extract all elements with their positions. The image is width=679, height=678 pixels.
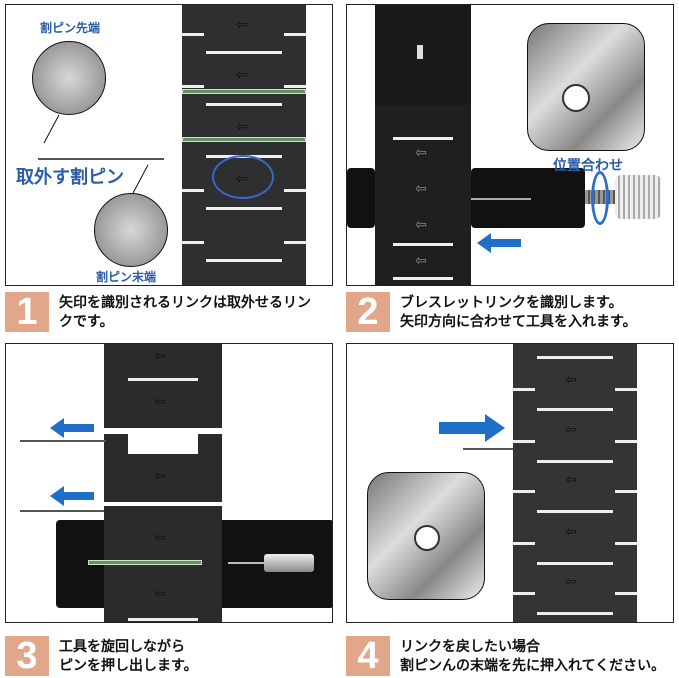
pointer-line [43,114,60,144]
link-arrow-icon: ⇦ [236,119,248,135]
push-arrow-right-icon [439,414,505,442]
removed-pin [20,510,106,512]
caption-line: 工具を旋回しながら [59,639,185,655]
pin-tip-zoom-circle [32,41,106,115]
link-arrow-icon: ⇦ [415,145,427,161]
step1-caption: 1 矢印を識別されるリンクは取外せるリン クです。 [5,292,311,332]
caption-line: 矢印方向に合わせて工具を入れます。 [400,314,637,330]
link-arrow-icon: ⇦ [565,372,577,388]
pin-insert-zoom-inset [367,472,485,600]
caption-line: ピンを押し出します。 [59,658,198,674]
link-arrow-icon: ⇦ [236,17,248,33]
tool-body-left [347,168,375,228]
step1-image-panel: 割ピン先端 取外す割ピン 割ピン末端 ⇦ ⇦ ⇦ ⇦ [5,4,333,286]
caption-line: 割ピンんの末端を先に押入れてください。 [400,658,666,674]
link-arrow-icon: ⇦ [565,472,577,488]
link-arrow-icon: ⇦ [154,394,166,410]
step-number-badge: 2 [346,292,390,332]
step-instruction: ブレスレットリンクを識別します。 矢印方向に合わせて工具を入れます。 [400,292,637,332]
removed-pin [20,440,106,442]
link-arrow-icon: ⇦ [415,181,427,197]
pull-arrow-left-icon [50,418,94,438]
link-arrow-icon: ⇦ [415,217,427,233]
step-number-badge: 4 [346,636,390,676]
step3-image-panel: ⇦ ⇦ ⇦ ⇦ ⇦ [5,343,333,623]
pin-end-label: 割ピン末端 [96,270,157,284]
tool-screw [264,554,314,572]
pin-remove-label: 取外す割ピン [16,167,124,188]
step-instruction: リンクを戻したい場合 割ピンんの末端を先に押入れてください。 [400,636,665,676]
step2-image-panel: ⇦ ⇦ ⇦ ⇦ 位置合わせ [346,4,674,286]
step4-caption: 4 リンクを戻したい場合 割ピンんの末端を先に押入れてください。 [346,636,665,676]
link-arrow-icon: ⇦ [565,524,577,540]
split-pin-image [38,158,164,160]
highlight-circle [212,155,274,199]
removed-link: ⇦ [104,434,222,502]
pin-end-zoom-circle [94,193,168,267]
step-number-badge: 3 [5,636,49,676]
link-arrow-icon: ⇦ [236,67,248,83]
link-arrow-icon: ⇦ [415,253,427,269]
tool-needle [471,198,531,200]
step-instruction: 矢印を識別されるリンクは取外せるリン クです。 [59,292,311,332]
alignment-zoom-inset [527,23,645,151]
step4-image-panel: ⇦ ⇦ ⇦ ⇦ ⇦ [346,343,674,623]
tool-knob [615,175,661,219]
pin-highlight [88,560,202,565]
tool-needle [228,562,268,564]
pin-highlight [182,89,306,94]
link-arrow-icon: ⇦ [154,348,166,364]
caption-line: クです。 [59,314,114,330]
link-arrow-icon: ⇦ [154,468,166,484]
watch-band: ⇦ ⇦ ⇦ ⇦ [375,5,471,285]
watch-band-upper: ⇦ ⇦ [104,344,222,428]
step-number-badge: 1 [5,292,49,332]
step-instruction: 工具を旋回しながら ピンを押し出します。 [59,636,198,676]
link-arrow-icon: ⇦ [154,530,166,546]
caption-line: リンクを戻したい場合 [400,639,540,655]
align-label: 位置合わせ [553,158,623,174]
step3-caption: 3 工具を旋回しながら ピンを押し出します。 [5,636,198,676]
rotate-icon [591,171,609,225]
pin-highlight [182,137,306,142]
caption-line: 矢印を識別されるリンクは取外せるリン [59,295,311,311]
insert-pin [463,448,513,450]
pin-tip-label: 割ピン先端 [40,21,101,35]
push-arrow-left-icon [477,233,521,253]
step2-caption: 2 ブレスレットリンクを識別します。 矢印方向に合わせて工具を入れます。 [346,292,637,332]
link-arrow-icon: ⇦ [565,574,577,590]
watch-band: ⇦ ⇦ ⇦ ⇦ ⇦ [513,344,637,622]
pull-arrow-left-icon [50,486,94,506]
link-arrow-icon: ⇦ [154,586,166,602]
link-arrow-icon: ⇦ [565,422,577,438]
caption-line: ブレスレットリンクを識別します。 [400,295,623,311]
pointer-line [132,164,149,194]
watch-band: ⇦ ⇦ ⇦ ⇦ [182,5,306,285]
clasp [375,5,471,105]
